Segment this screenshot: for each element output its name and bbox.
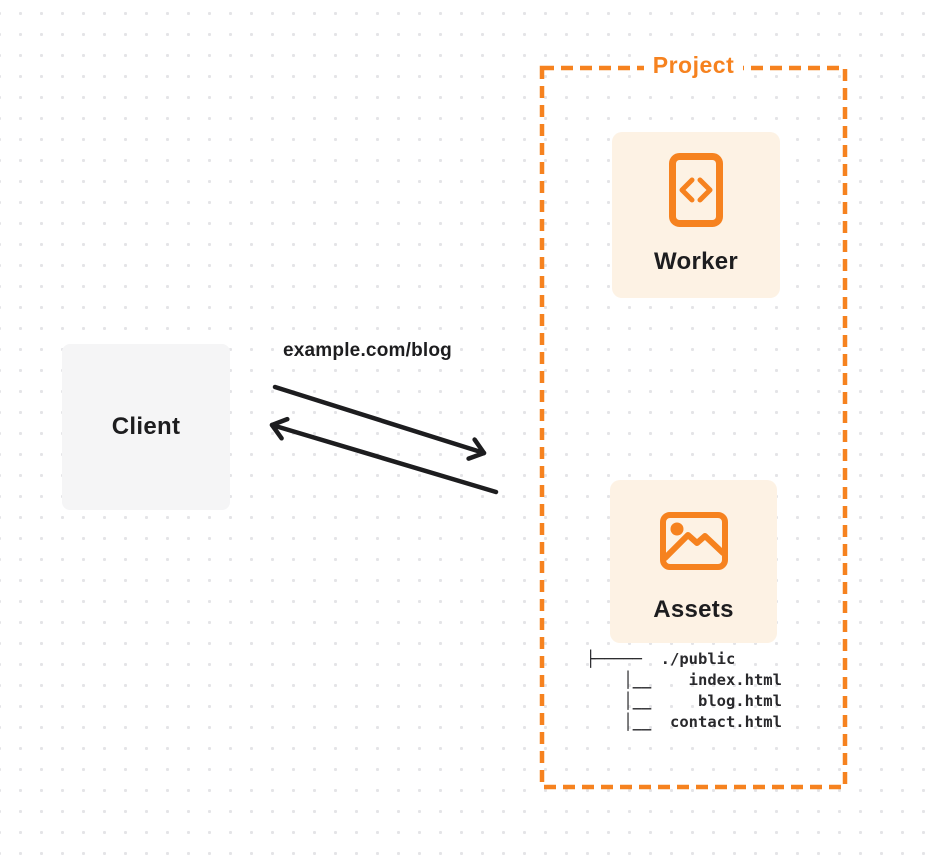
project-label: Project <box>643 52 744 79</box>
client-card: Client <box>62 344 230 510</box>
tree-line-public: ├───── ./public <box>586 650 736 668</box>
code-file-icon <box>669 153 723 227</box>
tree-line-blog: │__ blog.html <box>586 692 782 710</box>
file-tree: ├───── ./public │__ index.html │__ blog.… <box>586 649 782 733</box>
worker-card: Worker <box>612 132 780 298</box>
tree-line-index: │__ index.html <box>586 671 782 689</box>
project-boundary-title: Project <box>542 52 845 79</box>
response-arrow-icon <box>269 416 499 495</box>
assets-label: Assets <box>653 596 734 623</box>
assets-card: Assets <box>610 480 777 643</box>
image-icon <box>659 512 728 570</box>
client-label: Client <box>111 413 181 440</box>
request-url-label: example.com/blog <box>283 340 452 361</box>
request-arrow-icon <box>272 384 487 461</box>
worker-label: Worker <box>653 248 739 275</box>
tree-line-contact: │__ contact.html <box>586 713 782 731</box>
